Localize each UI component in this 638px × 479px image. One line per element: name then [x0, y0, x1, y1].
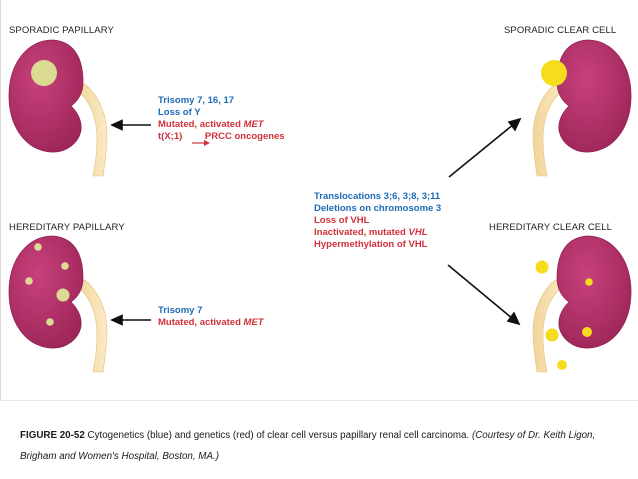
finding-genetic: t(X;1) PRCC oncogenes — [158, 131, 285, 142]
title-hereditary-clear-cell: HEREDITARY CLEAR CELL — [489, 222, 613, 233]
kidney-hereditary-papillary — [8, 235, 108, 373]
title-hereditary-papillary: HEREDITARY PAPILLARY — [9, 222, 125, 233]
diagram-graphics — [8, 39, 632, 373]
inline-arrow-icon — [192, 140, 210, 146]
hereditary-papillary-findings: Trisomy 7 Mutated, activated MET — [158, 305, 264, 329]
title-sporadic-clear-cell: SPORADIC CLEAR CELL — [504, 25, 617, 36]
arrow-to-hereditary-papillary — [110, 314, 151, 326]
tumor-papillary — [46, 318, 54, 326]
caption-text: Cytogenetics (blue) and genetics (red) o… — [84, 430, 472, 441]
tumor-papillary — [61, 262, 69, 270]
finding-cytogenetic: Translocations 3;6, 3;8, 3;11 — [314, 191, 441, 202]
arrow-to-sporadic-papillary — [110, 119, 151, 131]
finding-cytogenetic: Trisomy 7, 16, 17 — [158, 95, 235, 106]
finding-genetic: Inactivated, mutated VHL — [314, 227, 428, 238]
finding-genetic: Loss of VHL — [314, 215, 370, 226]
gene-name: VHL — [408, 227, 428, 238]
tumor-clear-cell — [582, 327, 592, 337]
sporadic-papillary-findings: Trisomy 7, 16, 17 Loss of Y Mutated, act… — [158, 95, 285, 143]
caption-courtesy: (Courtesy of Dr. Keith Ligon, Brigham an… — [20, 430, 596, 462]
tumor-papillary — [25, 277, 33, 285]
title-sporadic-papillary: SPORADIC PAPILLARY — [9, 25, 114, 36]
tumor-clear-cell — [585, 278, 593, 286]
clear-cell-findings: Translocations 3;6, 3;8, 3;11 Deletions … — [314, 191, 441, 251]
gene-name: MET — [243, 317, 264, 328]
finding-cytogenetic: Loss of Y — [158, 107, 201, 118]
finding-genetic: Hypermethylation of VHL — [314, 239, 428, 250]
arrow-to-hereditary-clear-cell — [447, 264, 521, 326]
tumor-clear-cell — [535, 260, 549, 274]
finding-cytogenetic: Trisomy 7 — [158, 305, 203, 316]
kidney-hereditary-clear-cell — [532, 235, 632, 373]
tumor-papillary — [31, 60, 57, 86]
tumor-papillary — [34, 243, 42, 251]
figure-number: FIGURE 20-52 — [20, 430, 85, 441]
divider — [0, 400, 638, 401]
tumor-papillary — [56, 288, 70, 302]
tumor-clear-cell — [545, 328, 559, 342]
kidney-sporadic-clear-cell — [532, 39, 632, 177]
finding-genetic: Mutated, activated MET — [158, 119, 264, 130]
arrow-to-sporadic-clear-cell — [448, 117, 522, 178]
finding-cytogenetic: Deletions on chromosome 3 — [314, 203, 442, 214]
finding-genetic: Mutated, activated MET — [158, 317, 264, 328]
tumor-clear-cell — [541, 60, 567, 86]
figure-panel: SPORADIC PAPILLARY HEREDITARY PAPILLARY … — [0, 0, 632, 400]
figure-caption: FIGURE 20-52 Cytogenetics (blue) and gen… — [20, 425, 620, 467]
gene-name: MET — [243, 119, 264, 130]
tumor-clear-cell — [557, 360, 567, 370]
kidney-sporadic-papillary — [8, 39, 108, 177]
